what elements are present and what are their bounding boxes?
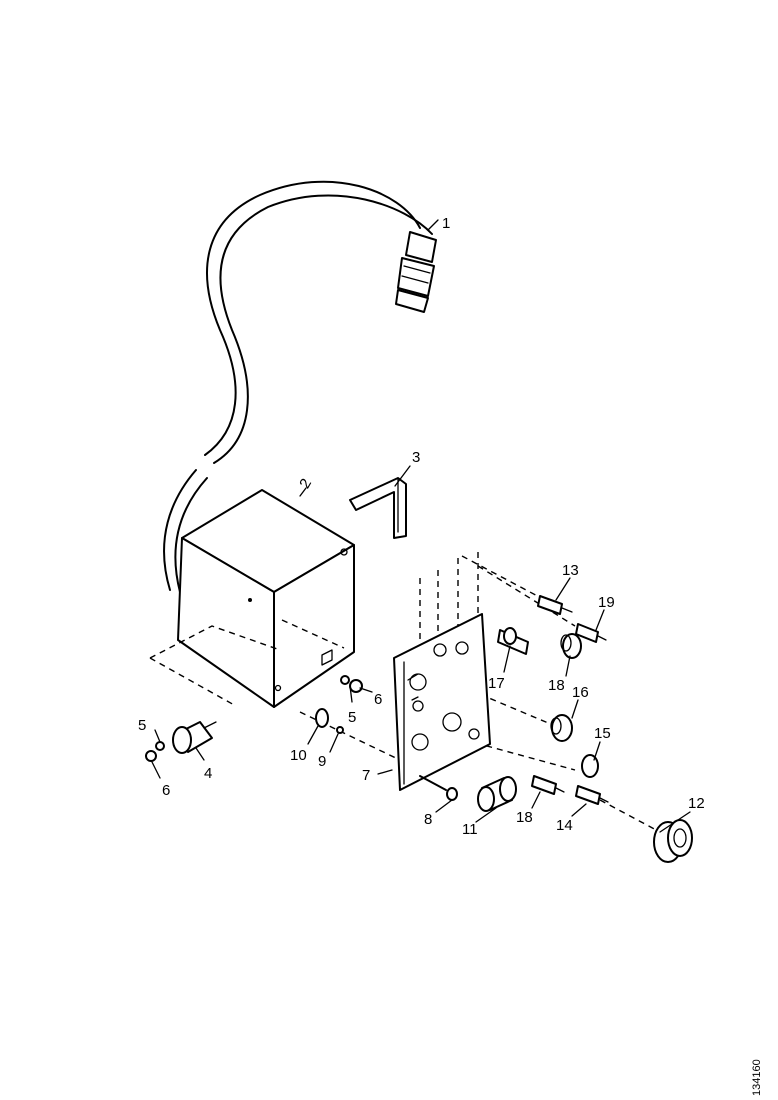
guide-line [461,555,576,627]
screw-part-8 [419,775,458,801]
callout-2: 2 [296,476,315,492]
switch-part-4 [145,721,217,762]
callout-3: 3 [412,449,420,466]
washer-grommet [315,708,344,734]
callout-11: 11 [462,821,478,838]
callout-6-left: 6 [162,782,170,799]
connector-17 [497,627,529,655]
connector-19 [575,623,607,643]
callout-16: 16 [572,684,589,701]
callout-7: 7 [362,767,370,784]
callout-8: 8 [424,811,432,828]
callout-17: 17 [488,675,505,692]
lamp-15 [581,754,599,778]
knob-part-11 [477,776,517,812]
callout-10: 10 [290,747,307,764]
guide-line [599,799,661,833]
leader-lines [151,219,691,833]
guide-line [299,711,401,761]
guide-line [149,625,281,659]
callout-6-right: 6 [374,691,382,708]
callout-4: 4 [204,765,212,782]
callout-1: 1 [442,215,450,232]
callout-14: 14 [556,817,573,834]
nut-washer-right [340,675,363,693]
lamp-18-top [560,633,582,659]
callout-9: 9 [318,753,326,770]
key-bracket [349,477,407,539]
enclosure-box [177,489,355,708]
connector-18-bottom [531,775,565,795]
callout-5-right: 5 [348,709,356,726]
callout-15: 15 [594,725,611,742]
callout-19: 19 [598,594,615,611]
callout-18-bottom: 18 [516,809,533,826]
connector-13 [537,595,573,615]
cable-assembly [163,180,437,593]
knob-part-12 [653,819,693,863]
lamp-16 [550,714,573,742]
callout-13: 13 [562,562,579,579]
guide-line [281,619,345,649]
figure-id: 134160 [751,1059,763,1096]
connector-14 [575,785,609,805]
panel-plate [393,613,491,791]
guide-line [149,657,237,707]
callout-12: 12 [688,795,705,812]
callout-18-top: 18 [548,677,565,694]
callout-5-left: 5 [138,717,146,734]
